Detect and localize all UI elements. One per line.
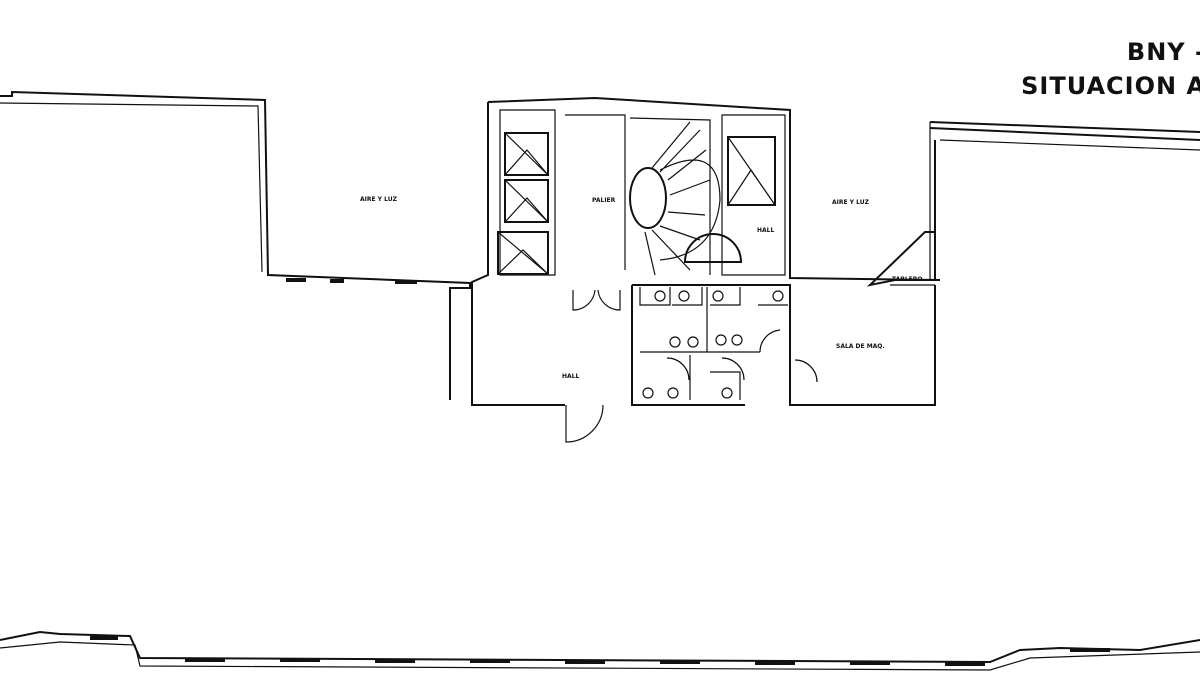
wall-core-inner	[499, 109, 786, 276]
facade-windows	[90, 636, 1110, 666]
wall-bottom	[0, 630, 1200, 664]
room-label-tablero: TABLERO	[892, 276, 923, 283]
room-label-aire-luz-left: AIRE Y LUZ	[360, 196, 398, 203]
wall-right-inner	[890, 122, 1200, 286]
wall-top-left	[0, 90, 471, 400]
window	[395, 280, 417, 284]
wall-right	[866, 121, 1200, 287]
room-label-hall-upper: HALL	[757, 227, 774, 234]
wall-core	[471, 96, 941, 406]
room-label-hall-lower: HALL	[562, 373, 579, 380]
window	[330, 279, 344, 283]
plan-subtitle: SITUACION A	[1021, 72, 1200, 100]
restrooms	[631, 284, 936, 406]
window	[286, 278, 306, 282]
wall-bottom-inner	[0, 641, 1200, 671]
elevators	[497, 132, 776, 275]
room-label-palier: PALIER	[592, 197, 616, 204]
room-label-sala-maq: SALA DE MAQ.	[836, 343, 885, 350]
room-label-aire-luz-right: AIRE Y LUZ	[832, 199, 870, 206]
door	[565, 404, 604, 443]
staircase	[629, 121, 743, 276]
plan-title: BNY -	[1126, 38, 1200, 66]
wall-top-left-inner	[0, 102, 263, 273]
door	[572, 289, 621, 311]
